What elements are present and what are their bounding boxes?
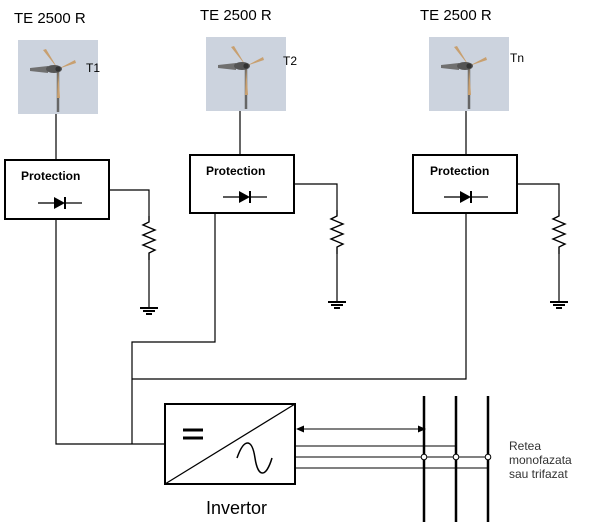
grid-label: Retea monofazata sau trifazat: [509, 439, 572, 481]
resistor-icon: [552, 209, 566, 255]
grid-label-line-2: monofazata: [509, 453, 572, 467]
turbine-2-tag: T2: [283, 54, 297, 68]
protection-box-2: [189, 154, 295, 214]
inverter-label: Invertor: [206, 498, 267, 518]
turbine-unit-2: TE 2500 R T2 Protection: [189, 7, 347, 309]
inverter-block: Invertor: [164, 403, 296, 518]
protection-label-1: Protection: [21, 169, 80, 183]
turbine-unit-1: TE 2500 R T1 Protection: [4, 10, 159, 315]
ground-icon: [139, 301, 159, 315]
ac-wave-icon: [236, 442, 273, 474]
turbine-unit-n: TE 2500 R Tn Protection: [412, 7, 569, 309]
wind-turbine-icon: [427, 35, 511, 113]
dc-wiring: [55, 213, 467, 445]
wind-turbine-icon: [16, 38, 100, 116]
protection-label-n: Protection: [430, 164, 489, 178]
protection-label-2: Protection: [206, 164, 265, 178]
turbine-1-model: TE 2500 R: [14, 10, 86, 27]
wind-turbine-icon: [204, 35, 288, 113]
turbine-1-tag: T1: [86, 61, 100, 75]
turbine-n-model: TE 2500 R: [420, 7, 492, 24]
ac-output: [295, 425, 488, 469]
grid-bus-bars: [420, 396, 492, 522]
turbine-2-model: TE 2500 R: [200, 7, 272, 24]
ground-icon: [549, 295, 569, 309]
grid-label-line-3: sau trifazat: [509, 467, 568, 481]
resistor-icon: [330, 209, 344, 255]
ground-icon: [327, 295, 347, 309]
resistor-icon: [142, 215, 156, 261]
grid-label-line-1: Retea: [509, 439, 541, 453]
protection-box-n: [412, 154, 518, 214]
turbine-n-tag: Tn: [510, 51, 524, 65]
